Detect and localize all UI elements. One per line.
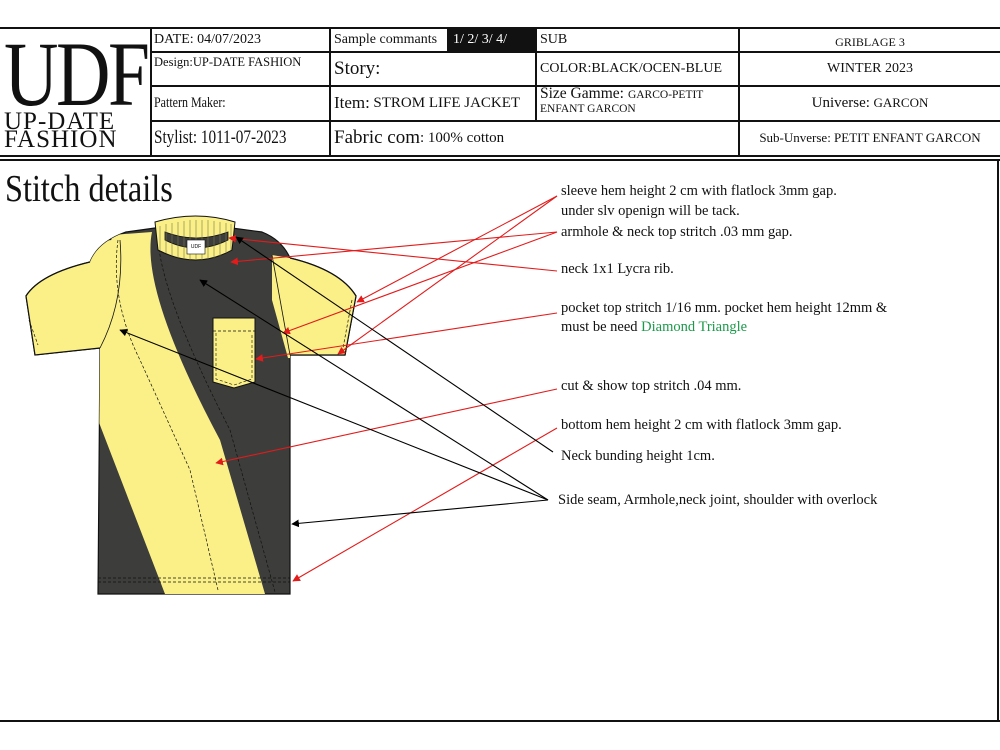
- black-arrows: [119, 236, 554, 528]
- note-pocket-highlight: Diamond Triangle: [641, 319, 748, 335]
- note-sleeve-hem: sleeve hem height 2 cm with flatlock 3mm…: [561, 183, 837, 199]
- row-line: [150, 85, 1000, 87]
- chest-pocket: [212, 317, 256, 389]
- griblage-field: GRIBLAGE 3: [835, 34, 905, 49]
- header-top-rule: [0, 27, 1000, 29]
- diagonal-stripe: [98, 232, 265, 594]
- divider: [738, 28, 740, 156]
- item-value: STROM LIFE JACKET: [373, 94, 521, 111]
- stylist-field: Stylist: 1011-07-2023: [154, 127, 287, 148]
- color-field: COLOR:BLACK/OCEN-BLUE: [540, 60, 722, 76]
- note-pocket-line1: pocket top stritch 1/16 mm. pocket hem h…: [561, 300, 888, 316]
- divider: [329, 28, 331, 156]
- universe-field: Universe: GARCON: [740, 86, 1000, 120]
- right-border: [997, 161, 999, 721]
- note-sleeve-tack: under slv openign will be tack.: [561, 203, 740, 219]
- sub-universe-field: Sub-Unverse: PETIT ENFANT GARCON: [759, 130, 981, 145]
- left-sleeve-yellow: [26, 240, 112, 360]
- sample-comments-value: 1/ 2/ 3/ 4/: [453, 32, 508, 47]
- bottom-rule: [0, 720, 1000, 722]
- size-field: Size Gamme: GARCO-PETIT ENFANT GARCON: [540, 85, 704, 116]
- sub-field: SUB: [540, 32, 568, 47]
- logo-sub-upper: UP-DATE: [4, 108, 116, 135]
- pattern-maker-field: Pattern Maker:: [154, 94, 226, 111]
- row-line: [150, 51, 1000, 53]
- story-field: Story:: [334, 57, 381, 79]
- header-bottom-rule-1: [0, 155, 1000, 157]
- row-line: [150, 120, 1000, 122]
- header-bottom-rule-2: [0, 159, 1000, 161]
- fabric-field: Fabric com: 100% cotton: [334, 121, 504, 155]
- note-pocket-line2: must be need Diamond Triangle: [561, 317, 747, 337]
- note-cut-show: cut & show top stritch .04 mm.: [561, 378, 742, 394]
- size-label: Size Gamme:: [540, 85, 624, 102]
- note-pocket-prefix: must be need: [561, 319, 642, 335]
- sample-comments-label: Sample commants: [334, 32, 438, 47]
- fabric-label: Fabric com: [334, 127, 421, 148]
- section-title: Stitch details: [5, 168, 173, 210]
- logo-main: UDF: [4, 23, 150, 125]
- logo-sub-lower: FASHION: [4, 126, 118, 153]
- note-neck-rib: neck 1x1 Lycra rib.: [561, 261, 674, 277]
- divider: [535, 28, 537, 122]
- red-arrows: [215, 195, 558, 582]
- season-field: WINTER 2023: [827, 60, 913, 76]
- universe-label: Universe:: [811, 94, 870, 111]
- note-armhole: armhole & neck top stritch .03 mm gap.: [561, 224, 793, 240]
- note-side-seam: Side seam, Armhole,neck joint, shoulder …: [558, 492, 878, 508]
- t-shirt: UDF: [25, 215, 357, 595]
- label-tag: [186, 239, 206, 255]
- design-field: Design:UP-DATE FASHION: [154, 54, 302, 69]
- universe-value: GARCON: [873, 95, 929, 110]
- label-tag-text: UDF: [191, 244, 201, 250]
- note-neck-binding: Neck bunding height 1cm.: [561, 448, 715, 464]
- note-bottom-hem: bottom hem height 2 cm with flatlock 3mm…: [561, 417, 842, 433]
- item-field: Item: STROM LIFE JACKET: [334, 86, 520, 120]
- date-field: DATE: 04/07/2023: [154, 32, 261, 47]
- divider: [150, 28, 152, 156]
- sample-comments-badge: [447, 29, 535, 51]
- fabric-value: : 100% cotton: [420, 129, 505, 146]
- size-value-2: ENFANT GARCON: [540, 103, 636, 115]
- item-label: Item:: [334, 93, 370, 112]
- right-sleeve-yellow: [272, 255, 356, 360]
- size-value-1: GARCO-PETIT: [627, 89, 704, 101]
